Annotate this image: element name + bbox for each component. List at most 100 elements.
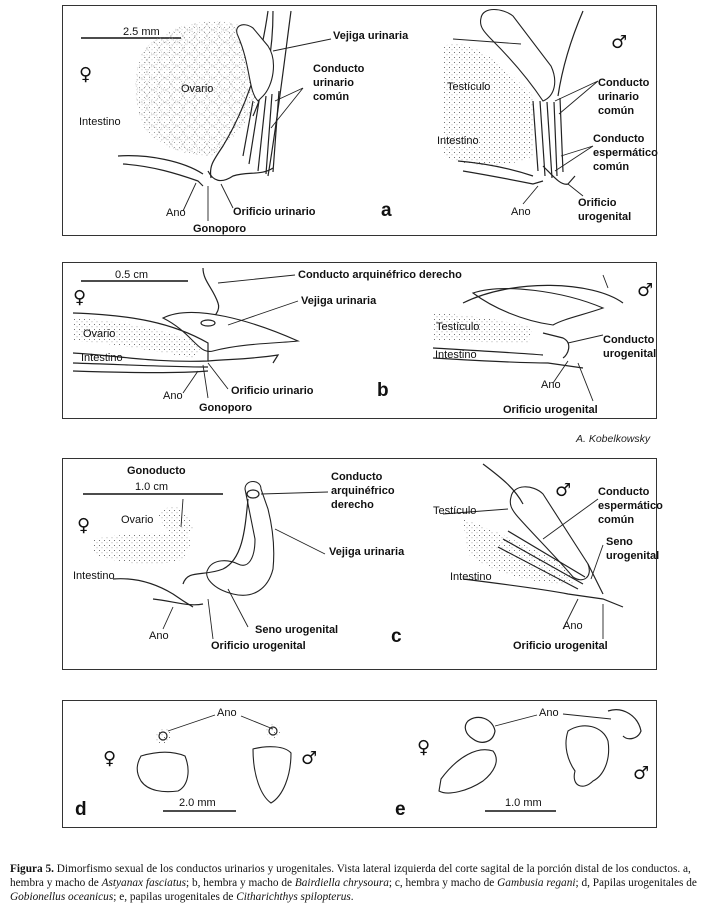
scale-label: 0.5 cm: [115, 269, 148, 281]
leader: [523, 186, 538, 204]
label-intestino: Intestino: [79, 116, 121, 128]
label-ano: Ano: [149, 630, 169, 642]
panel-b: 0.5 cm ♀ ♂ Conducto arquinéfrico derecho…: [62, 262, 657, 419]
male-symbol-d: ♂: [301, 748, 317, 769]
panel-a: 2.5 mm ♀ Ovario Intestino Ano Orificio u…: [62, 5, 657, 236]
figure-caption: Figura 5. Dimorfismo sexual de los condu…: [10, 862, 716, 904]
caption-text: ; b, hembra y macho de: [186, 877, 295, 889]
male-body-line: [558, 11, 583, 96]
papilla-e-male: [566, 726, 609, 786]
leader: [183, 371, 198, 393]
caption-species: Bairdiella chrysoura: [295, 877, 389, 889]
label-testiculo: Testículo: [447, 81, 490, 93]
leader: [568, 184, 583, 196]
panel-c-drawing: 1.0 cm ♀ ♂ Gonoducto Ovario Intestino An…: [63, 459, 658, 671]
caption-species: Citharichthys spilopterus: [236, 891, 351, 903]
anus-e-m: [608, 710, 641, 739]
label-gonoporo: Gonoporo: [193, 223, 246, 235]
male-intestine: [463, 171, 543, 184]
female-body-line: [268, 11, 291, 176]
female-bladder: [207, 482, 274, 596]
label-ano-m: Ano: [563, 620, 583, 632]
label-ce-3: común: [593, 161, 629, 173]
panel-letter: c: [391, 626, 402, 647]
ovary-dots: [93, 533, 193, 564]
leader: [578, 363, 593, 401]
anus-dots: [266, 724, 280, 738]
female-symbol: ♀: [77, 515, 90, 536]
papilla-d-female: [137, 752, 188, 791]
label-ovario: Ovario: [181, 83, 213, 95]
female-intestine: [113, 579, 193, 607]
label-vejiga: Vejiga urinaria: [329, 546, 405, 558]
papilla-e-female: [439, 750, 496, 793]
leader: [208, 599, 213, 639]
scale-label-e: 1.0 mm: [505, 797, 542, 809]
leader: [591, 545, 603, 579]
label-cu-1: Conducto: [603, 334, 655, 346]
scale-label-d: 2.0 mm: [179, 797, 216, 809]
label-ou-2: urogenital: [578, 211, 631, 223]
male-symbol: ♂: [555, 480, 571, 501]
label-ce-2: espermático: [593, 147, 658, 159]
leader: [603, 275, 608, 288]
label-ce-3: común: [598, 514, 634, 526]
caption-text: ; e, papilas urogenitales de: [113, 891, 236, 903]
label-cu-2: urogenital: [603, 348, 656, 360]
leader: [261, 492, 328, 494]
label-conducto-comun-2: urinario: [313, 77, 354, 89]
anus-e-f: [465, 717, 495, 742]
author-credit: A. Kobelkowsky: [576, 433, 650, 445]
male-symbol: ♂: [611, 32, 627, 53]
female-intestine: [73, 371, 208, 373]
label-orificio: Orificio urinario: [233, 206, 316, 218]
label-ovario: Ovario: [121, 514, 153, 526]
leader: [271, 88, 303, 128]
female-papilla: [208, 355, 278, 363]
label-orificio-m: Orificio urogenital: [503, 404, 598, 416]
label-ano: Ano: [166, 207, 186, 219]
female-papilla: [153, 599, 203, 605]
male-symbol-e: ♂: [633, 763, 649, 784]
label-ano: Ano: [163, 390, 183, 402]
caption-species: Gobionellus oceanicus: [10, 891, 113, 903]
label-arq-1: Conducto: [331, 471, 383, 483]
leader: [273, 39, 331, 51]
label-seno-2: urogenital: [606, 550, 659, 562]
label-intestino: Intestino: [73, 570, 115, 582]
label-orificio: Orificio urinario: [231, 385, 314, 397]
label-testiculo: Testículo: [433, 505, 476, 517]
caption-species: Gambusia regani: [497, 877, 575, 889]
leader: [228, 301, 298, 325]
label-ce-1: Conducto: [598, 486, 650, 498]
leader: [555, 81, 598, 114]
label-seno-1: Seno: [606, 536, 633, 548]
male-intestine: [463, 579, 623, 607]
label-testiculo: Testículo: [436, 321, 479, 333]
label-seno: Seno urogenital: [255, 624, 338, 636]
leader: [203, 365, 208, 398]
leader: [555, 146, 593, 171]
label-intestino: Intestino: [81, 352, 123, 364]
panel-de: Ano ♀ ♂ 2.0 mm d Ano ♀ ♂ 1.0 mm e: [62, 700, 657, 828]
papilla-d-male: [253, 747, 291, 803]
leader: [163, 607, 173, 629]
label-vejiga: Vejiga urinaria: [333, 30, 409, 42]
caption-figure-number: Figura 5.: [10, 863, 54, 875]
label-cu-1: Conducto: [598, 77, 650, 89]
panel-letter: a: [381, 200, 392, 221]
label-arq-2: arquinéfrico: [331, 485, 395, 497]
label-orificio-m: Orificio urogenital: [513, 640, 608, 652]
label-conducto-comun-3: común: [313, 91, 349, 103]
female-symbol-d: ♀: [103, 748, 116, 769]
panel-letter-e: e: [395, 799, 406, 820]
label-ce-2: espermático: [598, 500, 663, 512]
male-seno: [588, 564, 603, 594]
leader: [221, 184, 233, 208]
label-intestino-m: Intestino: [450, 571, 492, 583]
label-cu-2: urinario: [598, 91, 639, 103]
female-symbol: ♀: [79, 64, 92, 85]
label-vejiga: Vejiga urinaria: [301, 295, 377, 307]
label-ce-1: Conducto: [593, 133, 645, 145]
label-arq-3: derecho: [331, 499, 374, 511]
